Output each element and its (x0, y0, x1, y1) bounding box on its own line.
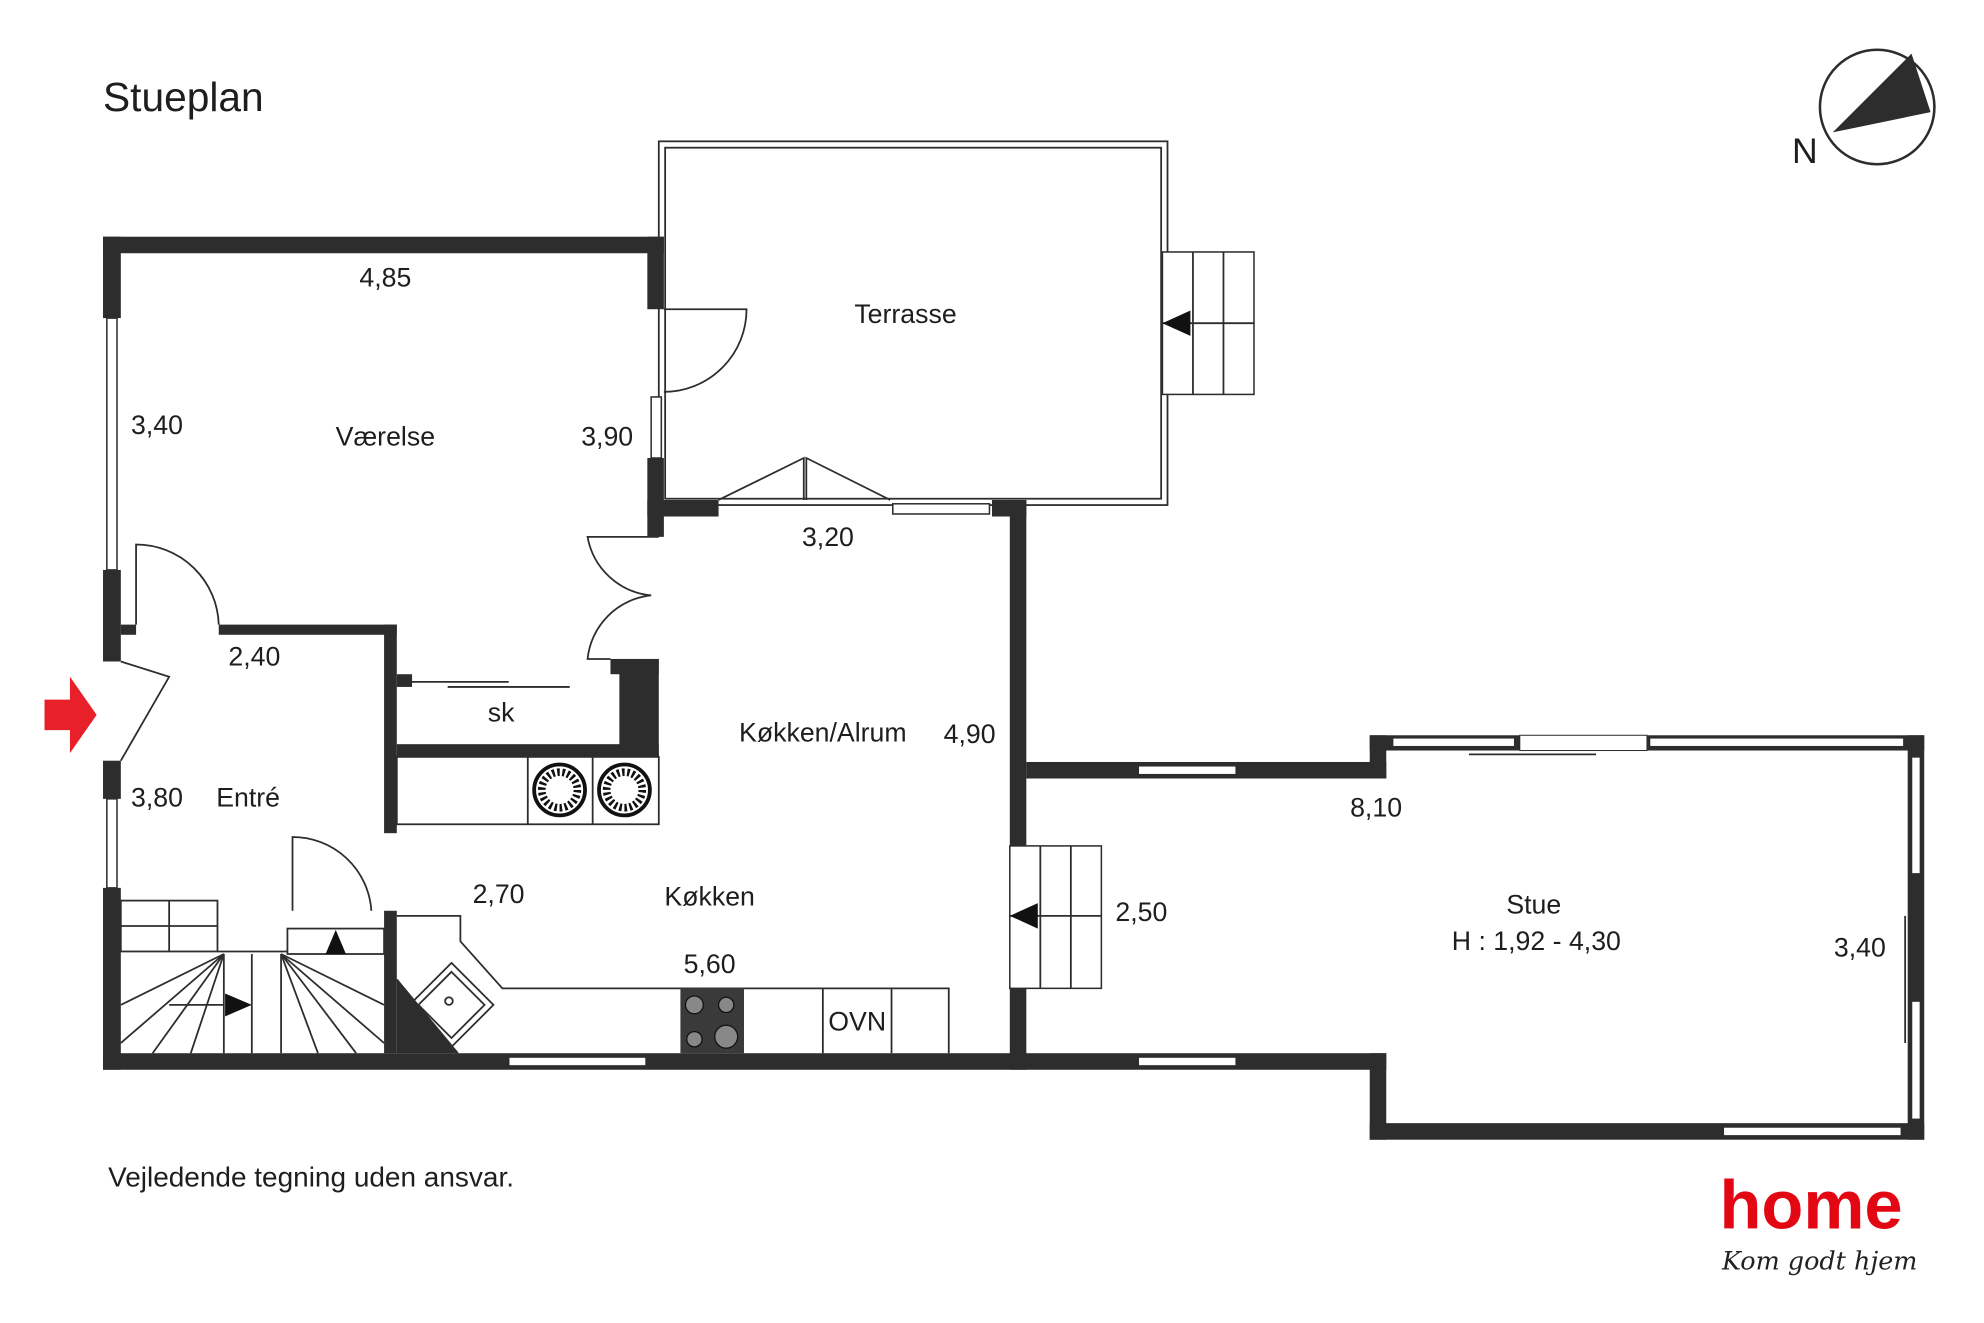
dim-stue-step: 2,50 (1115, 897, 1167, 927)
walls (103, 236, 1925, 1140)
living-room-steps (1009, 845, 1103, 990)
home-logo: home Kom godt hjem (1719, 1167, 1917, 1276)
oven-label: OVN (828, 1006, 886, 1036)
fan-icon (532, 762, 587, 818)
dim-entre-depth: 3,80 (131, 782, 183, 812)
page-title: Stueplan (103, 74, 264, 120)
dim-kokken-width: 5,60 (684, 949, 736, 979)
north-compass-icon (1818, 48, 1936, 166)
terrace-stairs (1161, 251, 1255, 396)
dim-kokken-depth: 2,70 (473, 879, 525, 909)
room-name-alrum: Køkken/Alrum (739, 718, 907, 748)
svg-text:Kom godt hjem: Kom godt hjem (1721, 1245, 1917, 1275)
dim-vaerelse-side: 3,90 (581, 421, 633, 451)
fan-icon (597, 762, 652, 818)
room-name-closet: sk (488, 697, 515, 727)
dim-alrum-depth: 4,90 (944, 719, 996, 749)
dim-stue-width: 8,10 (1350, 793, 1402, 823)
svg-text:home: home (1719, 1167, 1902, 1244)
doors (120, 308, 891, 911)
stairs-down-arrow-icon (225, 993, 252, 1017)
sink-icon (408, 961, 495, 1049)
staircase (119, 899, 385, 1054)
kitchen-counter (395, 755, 950, 1054)
dim-vaerelse-width: 4,85 (359, 262, 411, 292)
entrance-arrow-icon (44, 676, 97, 754)
room-name-vaerelse: Værelse (336, 421, 435, 451)
arrow-icon (1162, 310, 1191, 336)
room-name-terrasse: Terrasse (854, 299, 956, 329)
dim-stue-depth: 3,40 (1834, 933, 1886, 963)
room-name-entre: Entré (216, 782, 280, 812)
dim-entre-width: 2,40 (228, 641, 280, 671)
compass-north-label: N (1792, 131, 1818, 171)
room-name-kokken: Køkken (664, 882, 754, 912)
windows (106, 317, 1922, 1137)
dim-vaerelse-depth: 3,40 (131, 410, 183, 440)
dim-alrum-width: 3,20 (802, 522, 854, 552)
room-name-stue: Stue (1506, 889, 1561, 919)
stue-ceiling-height: H : 1,92 - 4,30 (1452, 926, 1621, 956)
stairs-up-arrow-icon (325, 929, 346, 955)
disclaimer: Vejledende tegning uden ansvar. (108, 1162, 514, 1193)
